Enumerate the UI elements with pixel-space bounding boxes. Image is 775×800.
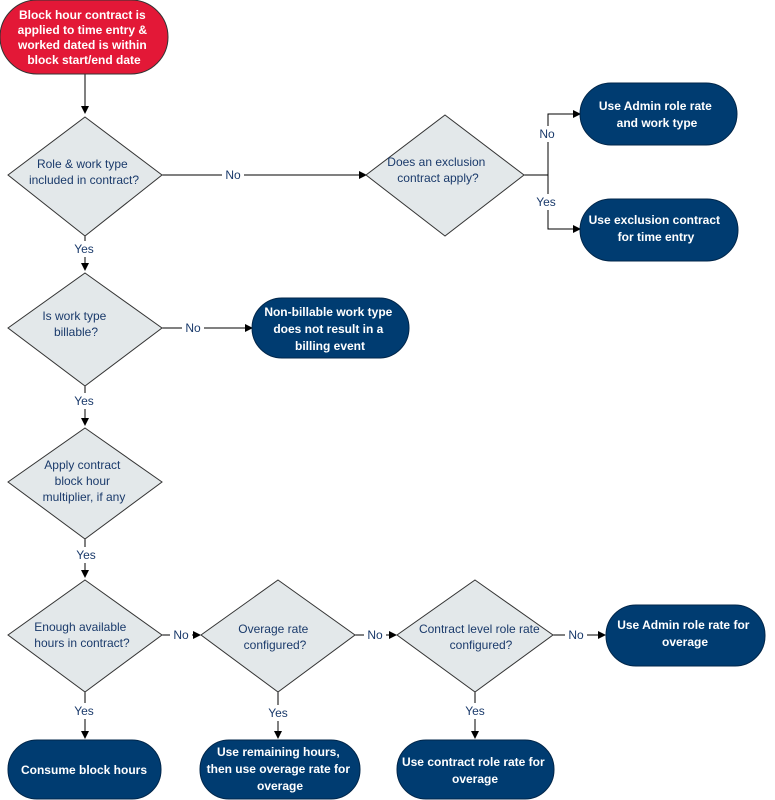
decision-role-work-type-label: Role & work type included in contract? [29,157,139,187]
decision-enough-hours: Enough available hours in contract? [7,579,163,693]
edge-labels: No No Yes Yes No Yes Yes No No No Yes Ye… [70,126,587,721]
decision-exclusion: Does an exclusion contract apply? [365,114,525,237]
terminal-contract-role-overage: Use contract role rate for overage [396,739,555,800]
terminal-admin-role-rate-label: Use Admin role rate and work type [599,99,715,130]
label-billable-no: No [185,321,201,335]
terminal-admin-role-overage-shape [605,604,766,667]
start-line-1: Block hour contract is [19,8,146,22]
decision-enough-hours-shape [7,579,163,693]
label-role-yes: Yes [74,242,94,256]
terminal-consume-block-hours-label: Consume block hours [21,763,147,777]
terminal-exclusion-contract-shape [579,198,739,262]
label-exclusion-no: No [539,127,555,141]
start-node-label: Block hour contract is applied to time e… [17,8,150,67]
decision-contract-role-rate: Contract level role rate configured? [396,579,554,693]
label-enough-no: No [173,628,189,642]
terminal-exclusion-contract: Use exclusion contract for time entry [579,198,739,262]
label-role-no: No [225,168,241,182]
decision-exclusion-label: Does an exclusion contract apply? [387,155,488,185]
decision-exclusion-shape [365,114,525,237]
terminal-contract-role-overage-shape [396,739,555,800]
start-line-2: applied to time entry & [18,23,148,37]
terminal-remaining-overage-label: Use remaining hours, then use overage ra… [207,745,354,793]
start-node-shape [0,0,169,75]
label-enough-yes: Yes [74,704,94,718]
terminal-consume-block-hours: Consume block hours [7,739,162,800]
terminal-admin-role-overage-label: Use Admin role rate for overage [617,618,753,649]
label-contract-yes: Yes [465,704,485,718]
start-line-3: worked dated is within [17,38,147,52]
terminal-consume-block-hours-shape [7,739,162,800]
decision-role-work-type-shape [7,116,163,237]
decision-enough-hours-label: Enough available hours in contract? [34,620,130,650]
terminal-non-billable-shape [251,297,410,359]
decision-overage-rate: Overage rate configured? [200,579,356,693]
terminal-remaining-overage: Use remaining hours, then use overage ra… [199,739,361,800]
decision-billable: Is work type billable? [7,272,163,387]
label-overage-yes: Yes [268,706,288,720]
start-node: Block hour contract is applied to time e… [0,0,169,75]
terminal-non-billable: Non-billable work type does not result i… [251,297,410,359]
edge-exclusion-no-to-admin-role [524,110,581,176]
terminal-exclusion-contract-label: Use exclusion contract for time entry [589,213,724,244]
decision-overage-rate-shape [200,579,356,693]
decision-billable-shape [7,272,163,387]
label-exclusion-yes: Yes [536,195,556,209]
decision-role-work-type: Role & work type included in contract? [7,116,163,237]
terminal-admin-role-rate: Use Admin role rate and work type [579,82,738,146]
start-line-4: block start/end date [27,53,141,67]
terminal-remaining-overage-shape [199,739,361,800]
decision-contract-role-rate-label: Contract level role rate configured? [419,622,543,652]
label-multiplier-yes: Yes [76,548,96,562]
terminal-admin-role-overage: Use Admin role rate for overage [605,604,766,667]
decision-multiplier-shape [7,427,163,540]
terminal-contract-role-overage-label: Use contract role rate for overage [402,755,548,786]
edge-exclusion-yes-to-exclusion-contract [547,175,581,233]
decision-overage-rate-label: Overage rate configured? [238,622,311,652]
label-overage-no: No [367,628,383,642]
decision-multiplier: Apply contract block hour multiplier, if… [7,427,163,540]
decision-billable-label: Is work type billable? [42,309,109,339]
label-contract-no: No [568,628,584,642]
terminal-admin-role-rate-shape [579,82,738,146]
label-billable-yes: Yes [74,394,94,408]
terminal-non-billable-label: Non-billable work type does not result i… [264,305,395,353]
decision-contract-role-rate-shape [396,579,554,693]
decision-multiplier-label: Apply contract block hour multiplier, if… [43,458,126,504]
